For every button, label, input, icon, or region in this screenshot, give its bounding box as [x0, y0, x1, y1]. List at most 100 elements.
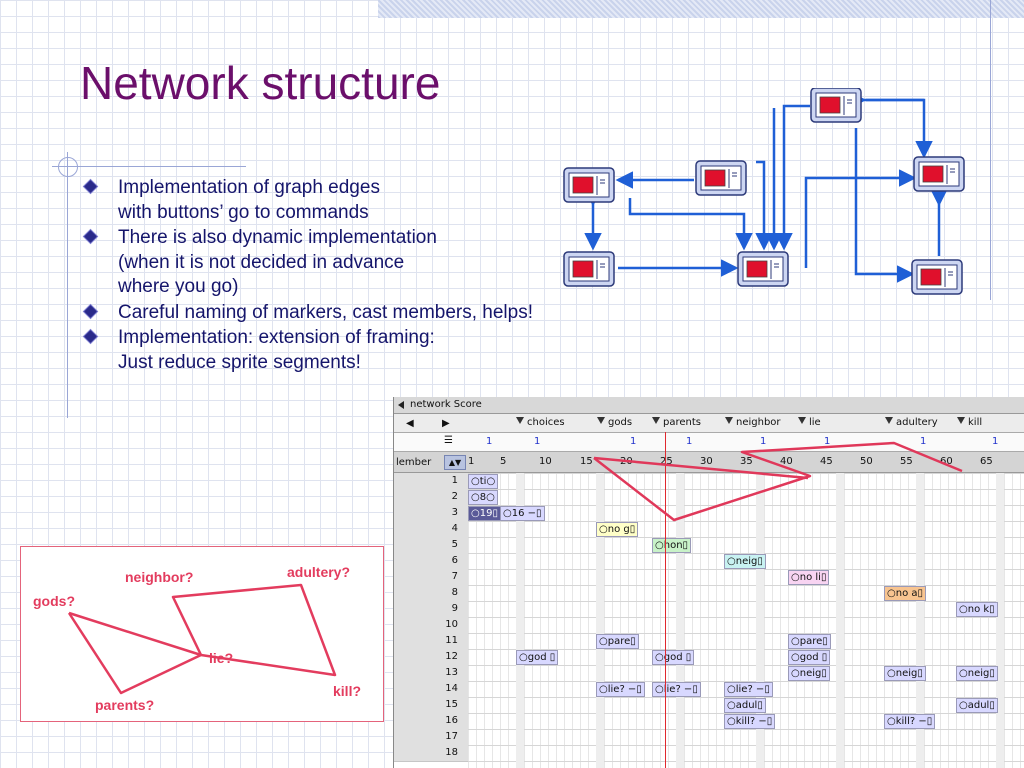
marker-choices[interactable]: choices	[516, 417, 565, 428]
sprite-span[interactable]: ○pare▯	[596, 634, 639, 649]
frame-number: 10	[539, 456, 552, 467]
sprite-span[interactable]: ○lie? −▯	[652, 682, 701, 697]
playhead[interactable]	[665, 432, 666, 768]
decorative-vertical-line	[990, 0, 991, 300]
script-value[interactable]: 1	[534, 436, 541, 447]
marker-kill[interactable]: kill	[957, 417, 982, 428]
member-select-stepper[interactable]: ▲▼	[444, 455, 466, 470]
script-value[interactable]: 1	[486, 436, 493, 447]
marker-flag-icon	[957, 417, 965, 424]
script-value[interactable]: 1	[686, 436, 693, 447]
channel-number[interactable]: 1	[394, 473, 468, 490]
sprite-span[interactable]: ○god ▯	[788, 650, 831, 665]
channel-number[interactable]: 18	[394, 745, 468, 762]
script-value[interactable]: 1	[824, 436, 831, 447]
marker-flag-icon	[516, 417, 524, 424]
marker-gods[interactable]: gods	[597, 417, 632, 428]
bullet-text: There is also dynamic implementation	[118, 227, 437, 248]
sprite-span[interactable]: ○pare▯	[788, 634, 831, 649]
script-value[interactable]: 1	[920, 436, 927, 447]
marker-lie[interactable]: lie	[798, 417, 821, 428]
channel-number[interactable]: 12	[394, 649, 468, 666]
channel-number[interactable]: 2	[394, 489, 468, 506]
next-marker-icon[interactable]: ▶	[442, 418, 450, 429]
inset-label-neighbor: neighbor?	[125, 569, 194, 585]
marker-neighbor[interactable]: neighbor	[725, 417, 781, 428]
sprite-label: no k	[967, 604, 990, 615]
script-value[interactable]: 1	[760, 436, 767, 447]
sprite-span[interactable]: ○neig▯	[788, 666, 830, 681]
column-shade	[996, 473, 1004, 768]
sprite-label: adul	[967, 700, 990, 711]
sprite-span[interactable]: ○god ▯	[516, 650, 559, 665]
sprite-span[interactable]: ○neig▯	[724, 554, 766, 569]
sprite-span[interactable]: ○no li▯	[788, 570, 830, 585]
channel-label: 17	[445, 731, 458, 742]
sprite-span[interactable]: ○no k▯	[956, 602, 998, 617]
channel-label: 4	[451, 523, 458, 534]
collapse-triangle-icon[interactable]	[398, 401, 404, 409]
script-channel[interactable]: ☰ 1 1 1 1 1 1 1 1	[394, 433, 1024, 452]
score-window-titlebar[interactable]: network Score	[394, 397, 1024, 414]
window-node-icon	[810, 88, 862, 123]
sprite-span[interactable]: ○ti○	[468, 474, 499, 489]
score-window[interactable]: network Score ◀ ▶ choices gods parents n…	[393, 397, 1024, 768]
sprite-span[interactable]: ○8○	[468, 490, 498, 505]
channel-list-icon[interactable]: ☰	[444, 435, 453, 446]
sprite-span[interactable]: ○neig▯	[884, 666, 926, 681]
sprite-span[interactable]: ○adul▯	[724, 698, 766, 713]
channel-number[interactable]: 16	[394, 713, 468, 730]
channel-number[interactable]: 6	[394, 553, 468, 570]
channel-label: 14	[445, 683, 458, 694]
sprite-span[interactable]: ○19▯	[468, 506, 501, 521]
sprite-span[interactable]: ○kill? −▯	[724, 714, 776, 729]
channel-label: 3	[451, 507, 458, 518]
channel-number[interactable]: 5	[394, 537, 468, 554]
channel-number[interactable]: 4	[394, 521, 468, 538]
window-node-icon	[563, 251, 615, 287]
sprite-span[interactable]: ○16 −▯	[500, 506, 545, 521]
sprite-label: ti	[479, 476, 487, 487]
sprite-span[interactable]: ○no g▯	[596, 522, 639, 537]
sprite-span[interactable]: ○lie? −▯	[596, 682, 645, 697]
channel-number[interactable]: 8	[394, 585, 468, 602]
channel-number[interactable]: 15	[394, 697, 468, 714]
channel-number[interactable]: 13	[394, 665, 468, 682]
sprite-label: neig	[967, 668, 990, 679]
marker-flag-icon	[885, 417, 893, 424]
bullet-text: Implementation: extension of framing:	[118, 327, 435, 348]
channel-number[interactable]: 7	[394, 569, 468, 586]
script-value[interactable]: 1	[992, 436, 999, 447]
script-value[interactable]: 1	[630, 436, 637, 447]
sprite-label: hon	[663, 540, 683, 551]
sprite-span[interactable]: ○hon▯	[652, 538, 692, 553]
marker-adultery[interactable]: adultery	[885, 417, 938, 428]
marker-parents[interactable]: parents	[652, 417, 701, 428]
network-diagram	[563, 88, 965, 295]
sprite-span[interactable]: ○adul▯	[956, 698, 998, 713]
window-node-icon	[911, 259, 963, 295]
channel-number[interactable]: 14	[394, 681, 468, 698]
sprite-span[interactable]: ○lie? −▯	[724, 682, 773, 697]
sprite-label: neig	[735, 556, 758, 567]
frame-number: 30	[700, 456, 713, 467]
sprite-label: lie? −	[735, 684, 765, 695]
score-window-title: network Score	[410, 399, 482, 410]
sprite-span[interactable]: ○neig▯	[956, 666, 998, 681]
channel-number[interactable]: 3	[394, 505, 468, 522]
channel-number[interactable]: 9	[394, 601, 468, 618]
sprite-span[interactable]: ○kill? −▯	[884, 714, 936, 729]
marker-channel[interactable]: ◀ ▶ choices gods parents neighbor lie ad…	[394, 414, 1024, 433]
bullet-text: Careful naming of markers, cast members,…	[118, 301, 533, 323]
sprite-label: lie? −	[663, 684, 693, 695]
channel-number[interactable]: 10	[394, 617, 468, 634]
sprite-span[interactable]: ○god ▯	[652, 650, 695, 665]
sprite-span[interactable]: ○no a▯	[884, 586, 927, 601]
frame-ruler[interactable]: lember ▲▼ 1 5 10 15 20 25 30 35 40 45 50…	[394, 452, 1024, 473]
channel-number[interactable]: 17	[394, 729, 468, 746]
previous-marker-icon[interactable]: ◀	[406, 418, 414, 429]
channel-number[interactable]: 11	[394, 633, 468, 650]
frame-number: 1	[468, 456, 475, 467]
inset-path-diagram: gods? neighbor? adultery? lie? parents? …	[20, 546, 384, 722]
marker-label: parents	[663, 417, 701, 428]
